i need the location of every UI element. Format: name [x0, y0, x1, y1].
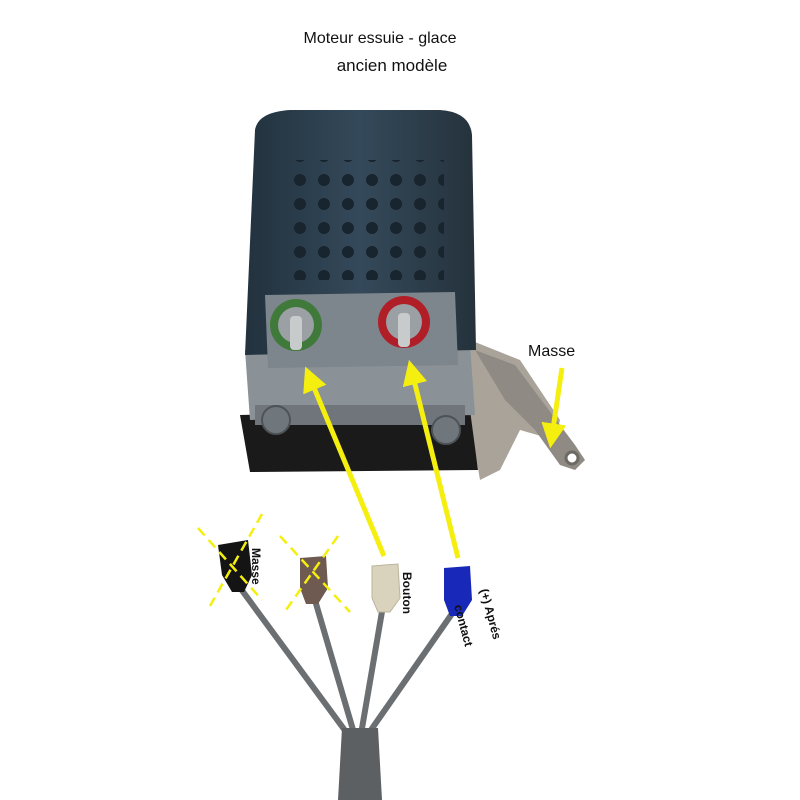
label-masse-right: Masse	[528, 343, 575, 360]
bolt-right	[432, 416, 460, 444]
label-bouton: Bouton	[400, 572, 414, 614]
label-apres-contact-line2: contact	[451, 603, 476, 648]
bolt-left	[262, 406, 290, 434]
wiper-motor	[240, 110, 585, 480]
ground-eyelet	[566, 452, 578, 464]
terminal-left-stud	[290, 316, 302, 350]
cable-sheath	[338, 728, 382, 800]
connector-beige	[372, 564, 400, 612]
label-masse-wire: Masse	[249, 548, 263, 585]
vent-holes	[284, 160, 444, 280]
label-apres-contact-line1: (+) Aprés	[477, 587, 504, 641]
terminal-right-stud	[398, 313, 410, 347]
